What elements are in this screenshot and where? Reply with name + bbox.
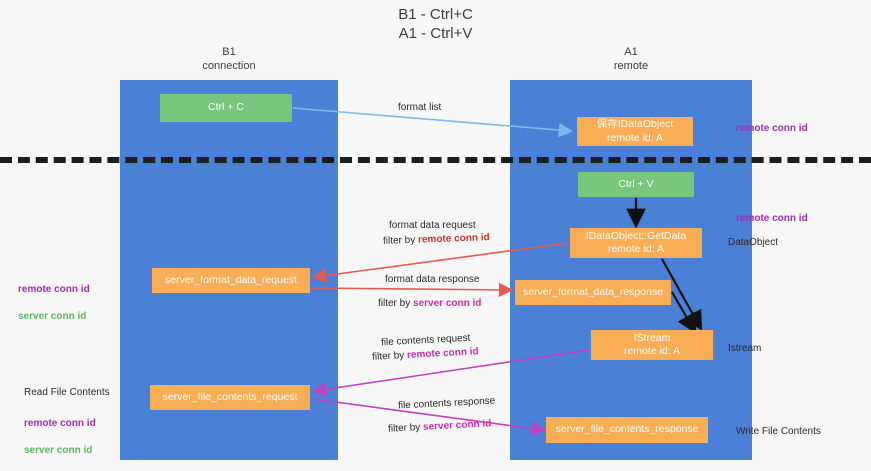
filter-prefix: filter by xyxy=(378,298,414,309)
annotation-left-bottom-conn-ids: remote conn id server conn id xyxy=(24,403,96,471)
node-server-format-data-response[interactable]: server_format_data_response xyxy=(515,280,671,305)
node-server-file-contents-request[interactable]: server_file_contents_request xyxy=(150,385,310,410)
node-server-file-contents-response[interactable]: server_file_contents_response xyxy=(546,417,708,443)
edge-label-format-list: format list xyxy=(398,102,442,113)
filter-prefix: filter by xyxy=(387,421,424,435)
annotation-remote-conn-id-mid: remote conn id xyxy=(736,213,808,224)
annotation-left-server-conn-id: server conn id xyxy=(18,310,87,322)
node-istream[interactable]: IStream remote id: A xyxy=(591,330,713,360)
annotation-remote-conn-id-top: remote conn id xyxy=(736,123,808,134)
annotation-left-bottom-remote-conn-id: remote conn id xyxy=(24,417,96,429)
filter-key-remote-conn-id: remote conn id xyxy=(417,232,490,246)
edge-label-file-contents-request: file contents request xyxy=(380,332,471,349)
diagram-title: B1 - Ctrl+C A1 - Ctrl+V xyxy=(398,6,473,42)
annotation-left-conn-ids: remote conn id server conn id xyxy=(18,269,90,337)
edge-label-format-data-response: format data response xyxy=(385,274,480,285)
phase-divider xyxy=(0,157,871,163)
annotation-write-file-contents: Write File Contents xyxy=(736,426,821,437)
annotation-dataobject: DataObject xyxy=(728,237,779,248)
annotation-left-bottom-server-conn-id: server conn id xyxy=(24,444,93,456)
edge-label-format-data-request-filter: filter by remote conn id xyxy=(383,232,490,247)
swimlane-b1-heading: B1 connection xyxy=(202,46,256,72)
node-server-format-data-request[interactable]: server_format_data_request xyxy=(152,268,310,293)
filter-key-server-conn-id: server conn id xyxy=(413,298,482,309)
edge-label-format-data-request: format data request xyxy=(389,220,476,231)
swimlane-a1-heading: A1 remote xyxy=(613,46,649,72)
filter-prefix: filter by xyxy=(371,349,408,363)
edge-label-file-contents-request-filter: filter by remote conn id xyxy=(372,346,479,363)
annotation-istream: Istream xyxy=(728,343,762,354)
edge-label-format-data-response-filter: filter by server conn id xyxy=(378,298,481,309)
edge-label-file-contents-response-filter: filter by server conn id xyxy=(388,418,492,434)
node-idataobject[interactable]: 保存IDataObject remote id: A xyxy=(577,117,693,146)
annotation-left-remote-conn-id: remote conn id xyxy=(18,283,90,295)
filter-key-remote-conn-id: remote conn id xyxy=(406,346,479,361)
node-ctrl-c[interactable]: Ctrl + C xyxy=(160,94,292,122)
node-ctrl-v[interactable]: Ctrl + V xyxy=(578,172,694,197)
annotation-read-file-contents: Read File Contents xyxy=(24,387,110,398)
filter-prefix: filter by xyxy=(382,234,419,247)
edge-format-data-response xyxy=(311,282,514,298)
edge-label-file-contents-response: file contents response xyxy=(397,395,496,412)
filter-key-server-conn-id: server conn id xyxy=(422,418,492,433)
node-idataobject-getdata[interactable]: IDataObject::GetData remote id: A xyxy=(570,228,702,258)
